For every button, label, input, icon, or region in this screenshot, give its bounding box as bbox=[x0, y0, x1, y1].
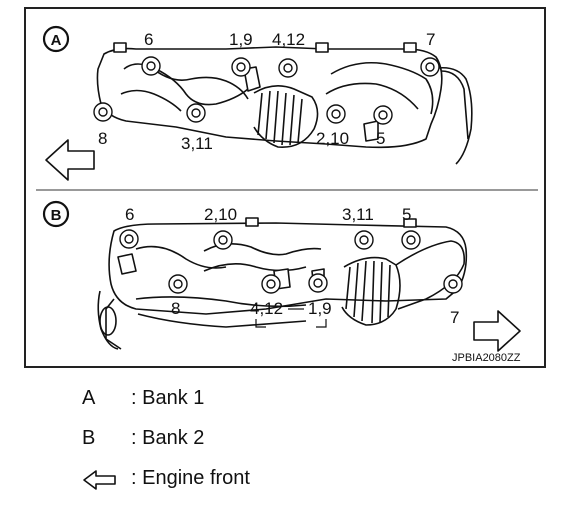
bank1-bolt-label-6: 6 bbox=[144, 30, 153, 49]
bank1-bolt-label-7: 7 bbox=[426, 30, 435, 49]
bank2-bolt-label-5: 5 bbox=[402, 205, 411, 224]
bank1-bolt-label-5: 5 bbox=[376, 129, 385, 148]
legend-text-bank2: : Bank 2 bbox=[131, 427, 205, 449]
bank2-bolt-label-2-10: 2,10 bbox=[204, 205, 237, 224]
legend: A : Bank 1 B : Bank 2 : Engine front bbox=[82, 383, 502, 503]
engine-front-arrow-right-icon bbox=[473, 310, 521, 352]
bank1-manifold bbox=[96, 42, 473, 165]
bank1-badge: A bbox=[42, 25, 70, 53]
legend-row-bank1: A : Bank 1 bbox=[82, 383, 502, 423]
bank2-bolt-label-3-11: 3,11 bbox=[342, 205, 374, 224]
hollow-left-arrow-icon bbox=[83, 470, 116, 490]
manifold-diagram: A 6 1,9 4,12 7 8 3,11 bbox=[24, 7, 546, 368]
bank1-bolt-label-8: 8 bbox=[98, 129, 107, 148]
legend-key-a: A bbox=[82, 387, 96, 409]
bank1-bolts bbox=[93, 56, 440, 125]
legend-row-engine-front: : Engine front bbox=[82, 463, 502, 503]
figure-code: JPBIA2080ZZ bbox=[452, 352, 521, 364]
legend-key-b: B bbox=[82, 427, 96, 449]
bank2-bolt-label-7: 7 bbox=[450, 308, 459, 327]
bank1-bolt-label-2-10: 2,10 bbox=[316, 129, 349, 148]
bank1-bolt-label-3-11: 3,11 bbox=[181, 134, 213, 153]
svg-text:B: B bbox=[51, 207, 62, 224]
engine-front-arrow-left-icon bbox=[45, 139, 95, 181]
bank2-bolt-label-1-9: 1,9 bbox=[308, 299, 332, 318]
bank2-bolt-label-4-12: 4,12 bbox=[250, 299, 283, 318]
bank2-bolt-label-6: 6 bbox=[125, 205, 134, 224]
legend-text-bank1: : Bank 1 bbox=[131, 387, 205, 409]
bank2-bolts bbox=[119, 229, 463, 294]
bank2-bolt-label-8: 8 bbox=[171, 299, 180, 318]
legend-row-bank2: B : Bank 2 bbox=[82, 423, 502, 463]
bank2-badge: B bbox=[42, 200, 70, 228]
bank1-bolt-label-1-9: 1,9 bbox=[229, 30, 253, 49]
label-bracket bbox=[255, 319, 327, 328]
bank1-bolt-label-4-12: 4,12 bbox=[272, 30, 305, 49]
legend-text-engine-front: : Engine front bbox=[131, 467, 250, 489]
svg-text:A: A bbox=[51, 32, 62, 49]
